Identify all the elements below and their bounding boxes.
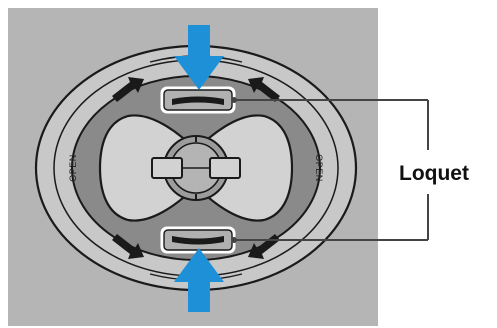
callout-dot-top bbox=[231, 97, 237, 103]
arrow-down-icon bbox=[174, 25, 224, 90]
top-latch[interactable] bbox=[160, 86, 236, 114]
callout-label-box bbox=[380, 150, 488, 194]
center-bar-left bbox=[151, 157, 183, 179]
callout-dot-bottom bbox=[231, 237, 237, 243]
center-bar-right bbox=[209, 157, 241, 179]
bottom-latch[interactable] bbox=[160, 226, 236, 254]
open-label-right: OPEN bbox=[314, 154, 324, 182]
open-label-left: OPEN bbox=[68, 154, 78, 182]
arrow-up-icon bbox=[174, 248, 224, 312]
callout-label: Loquet bbox=[399, 162, 469, 185]
